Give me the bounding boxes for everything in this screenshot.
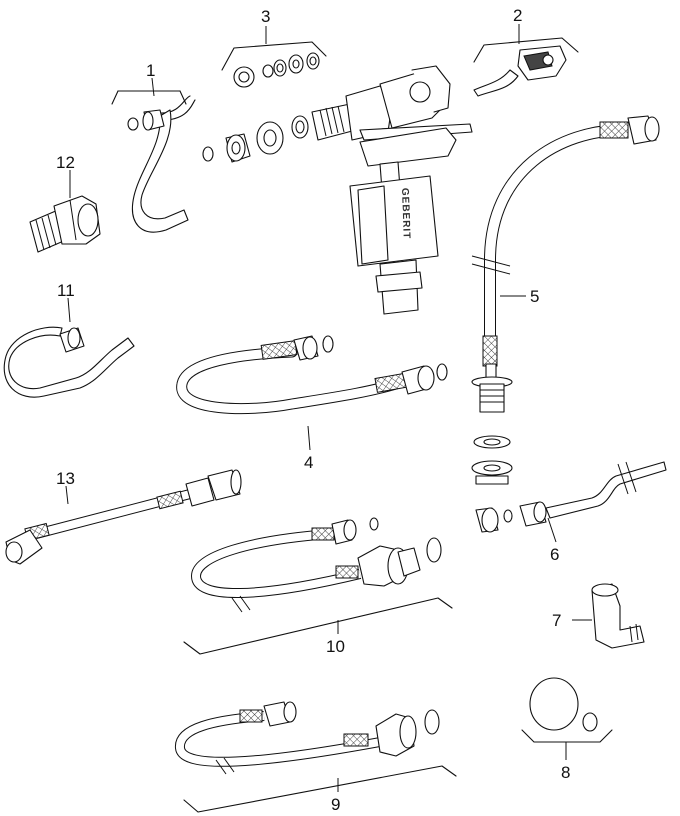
- part-11-bent-pipe: [3, 326, 135, 398]
- part-8-o-rings: [521, 677, 613, 743]
- label-13: 13: [56, 469, 75, 488]
- label-12: 12: [56, 153, 75, 172]
- label-3: 3: [261, 7, 270, 26]
- leader-lines: [65, 24, 592, 792]
- part-5-long-hose: [471, 115, 660, 485]
- label-1: 1: [146, 61, 155, 80]
- label-7: 7: [552, 611, 561, 630]
- part-6-pipe-with-nut: [475, 461, 667, 533]
- label-4: 4: [304, 453, 313, 472]
- part-12-union-fitting: [29, 195, 101, 253]
- part-9-hose-union: [175, 701, 457, 813]
- label-11: 11: [57, 281, 75, 300]
- part-10-hose-union: [183, 517, 453, 655]
- part-3-washer-set: [221, 41, 327, 88]
- part-labels: 1 2 3 4 5 6 7 8 9 10 11 12 13: [56, 6, 570, 814]
- part-1-bent-pipe: [111, 90, 196, 233]
- part-2-float-lever: [473, 37, 579, 97]
- label-9: 9: [331, 795, 340, 814]
- geberit-logo-text: GEBERIT: [399, 188, 412, 240]
- part-7-elbow: [591, 583, 645, 649]
- label-5: 5: [530, 287, 539, 306]
- part-13-hose-angle: [5, 469, 242, 565]
- label-2: 2: [513, 6, 522, 25]
- fill-valve-assembly: GEBERIT: [202, 65, 473, 315]
- label-10: 10: [326, 637, 345, 656]
- label-8: 8: [561, 763, 570, 782]
- part-4-braided-hose: [176, 335, 448, 415]
- label-6: 6: [550, 545, 559, 564]
